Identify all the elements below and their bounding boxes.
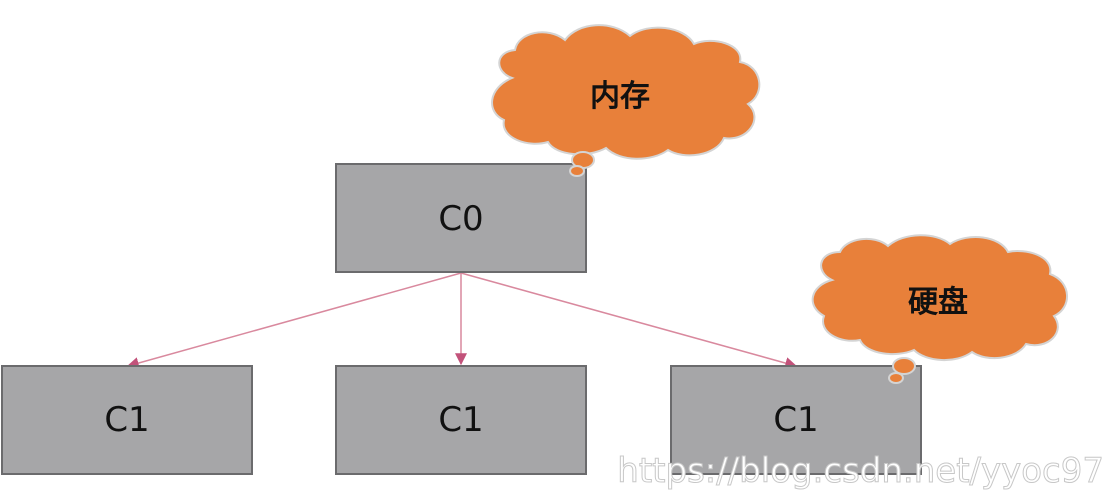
child-node-left-label: C1 (104, 400, 149, 440)
child-node-right-label: C1 (773, 400, 818, 440)
root-node: C0 (335, 163, 587, 273)
memory-cloud-tail-small (569, 165, 585, 177)
disk-cloud-tail-small (888, 372, 904, 384)
child-node-middle: C1 (335, 365, 587, 475)
connector-to-right-child (460, 272, 798, 369)
watermark-text: https://blog.csdn.net/yyoc97 (617, 451, 1104, 491)
memory-callout-label: 内存 (590, 79, 650, 114)
child-node-left: C1 (1, 365, 253, 475)
memory-callout: 内存 (491, 24, 761, 177)
root-node-label: C0 (438, 199, 483, 239)
connector-to-left-child (126, 272, 462, 369)
disk-callout: 硬盘 (811, 234, 1068, 384)
disk-callout-label: 硬盘 (908, 285, 968, 320)
disk-cloud-tail-large (892, 357, 916, 375)
child-node-right: C1 (670, 365, 922, 475)
disk-cloud-icon (811, 234, 1068, 362)
memory-cloud-icon (491, 24, 761, 160)
child-node-middle-label: C1 (438, 400, 483, 440)
